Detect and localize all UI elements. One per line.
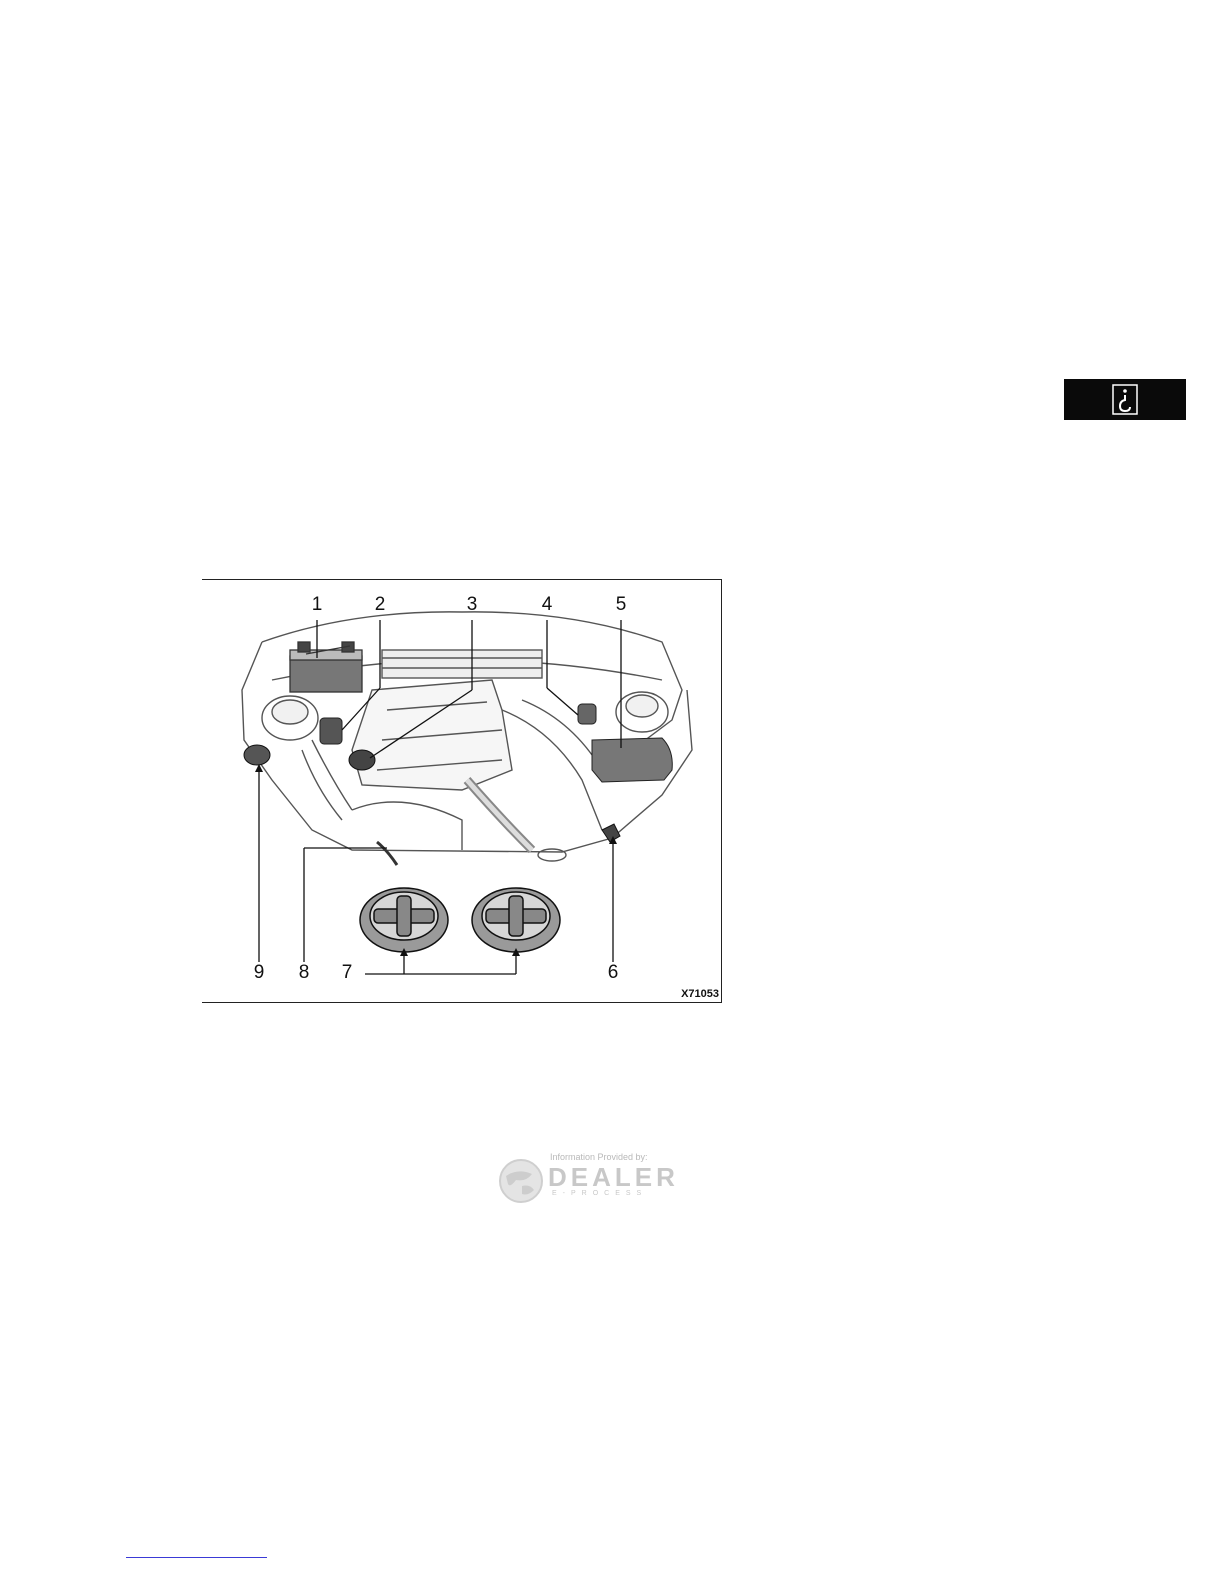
dealer-watermark: Information Provided by: DEALER E-PROCES… (496, 1150, 706, 1212)
callout-8: 8 (292, 962, 316, 984)
globe-icon (498, 1158, 544, 1204)
callout-9: 9 (247, 962, 271, 984)
watermark-brand: DEALER (548, 1162, 679, 1193)
callout-5: 5 (609, 594, 633, 616)
engine-compartment-figure: 1 2 3 4 5 6 7 8 9 X71053 (202, 579, 722, 1003)
engine-illustration (202, 580, 722, 1004)
callout-6: 6 (601, 962, 625, 984)
callout-1: 1 (305, 594, 329, 616)
callout-4: 4 (535, 594, 559, 616)
watermark-caption: Information Provided by: (550, 1152, 648, 1162)
section-tab[interactable] (1064, 379, 1186, 420)
callout-3: 3 (460, 594, 484, 616)
footer-link-underline[interactable] (126, 1556, 267, 1558)
figure-code: X71053 (681, 988, 719, 1000)
watermark-sub: E-PROCESS (552, 1190, 647, 1197)
callout-2: 2 (368, 594, 392, 616)
callout-7: 7 (335, 962, 359, 984)
hook-question-icon (1111, 383, 1139, 416)
